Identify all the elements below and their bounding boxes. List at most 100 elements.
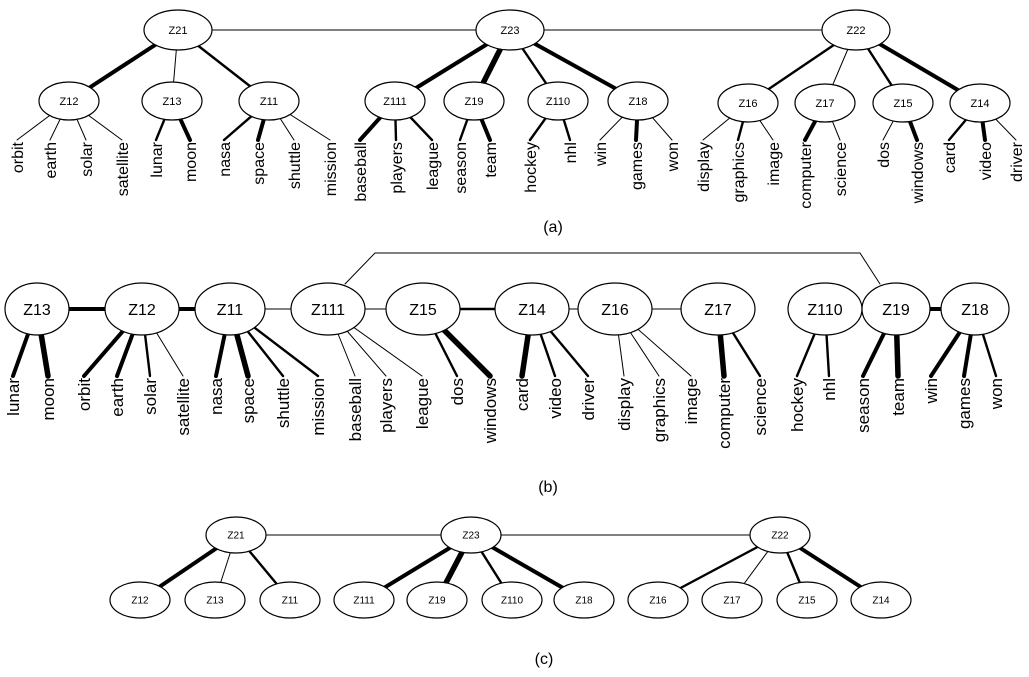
panel-a-word-baseball: baseball — [353, 142, 370, 202]
panel-c-node-z21-label: Z21 — [227, 531, 245, 542]
panel-a-word-satellite: satellite — [115, 142, 132, 196]
panel-b-word-nhl: nhl — [820, 378, 839, 401]
panel-c-node-z15-ellipse — [776, 581, 838, 619]
panel-c-node-z11-label: Z11 — [282, 596, 299, 607]
panel-b-node-z11: Z11 — [194, 282, 266, 336]
panel-a-node-z15-label: Z15 — [894, 98, 913, 110]
panel-c-node-z110: Z110 — [481, 581, 543, 619]
panel-a-node-z11-ellipse — [238, 81, 300, 121]
panel-b-word-video: video — [546, 378, 565, 419]
panel-a-node-z12-ellipse — [38, 81, 100, 121]
panel-a-word-orbit: orbit — [10, 141, 27, 173]
panel-b-word-dos: dos — [448, 378, 467, 405]
panel-b-word-earth: earth — [108, 378, 127, 417]
panel-a-word-dos: dos — [876, 142, 893, 168]
panel-b-word-solar: solar — [141, 378, 160, 415]
panel-a-word-hockey: hockey — [523, 142, 540, 193]
panel-a-node-z13: Z13 — [141, 81, 203, 121]
panel-b-word-card: card — [513, 378, 532, 411]
panel-b-node-z12-label: Z12 — [128, 302, 156, 319]
panel-c-node-z16: Z16 — [627, 581, 689, 619]
panel-b-word-team: team — [889, 378, 908, 416]
panel-c-node-z14: Z14 — [850, 581, 912, 619]
panel-a-word-nhl: nhl — [563, 142, 580, 163]
panel-b-node-z17: Z17 — [680, 282, 756, 336]
panel-a-word-card: card — [942, 142, 959, 173]
panel-a-word-space: space — [251, 142, 268, 185]
panel-a-node-z11-label: Z11 — [260, 96, 278, 108]
panel-a-node-z17-ellipse — [794, 83, 856, 123]
panel-b-node-z13-label: Z13 — [23, 302, 51, 319]
panel-a-node-z16-ellipse — [717, 83, 779, 123]
panel-b-node-z19-label: Z19 — [882, 302, 910, 319]
panel-a-word-display: display — [696, 142, 713, 192]
panel-b-node-z18-ellipse — [940, 282, 1010, 336]
panel-b-node-z14-label: Z14 — [518, 302, 546, 319]
panel-c-node-z13-ellipse — [184, 581, 246, 619]
panel-c-node-z17-label: Z17 — [723, 596, 741, 607]
panel-a-node-z14-label: Z14 — [971, 98, 990, 110]
panel-c-node-z22-label: Z22 — [771, 531, 789, 542]
panel-a-node-z21-ellipse — [143, 9, 213, 51]
panel-b-node-z15-label: Z15 — [409, 302, 437, 319]
panel-a-word-lunar: lunar — [149, 141, 166, 177]
panel-a-node-z15-ellipse — [872, 83, 934, 123]
panel-a-word-driver: driver — [1009, 141, 1026, 182]
panel-b-node-z110: Z110 — [787, 282, 863, 336]
panel-c-node-z19-ellipse — [406, 581, 468, 619]
panel-b-word-mission: mission — [309, 378, 328, 436]
panel-a-word-video: video — [978, 142, 995, 180]
panel-b-node-z18-label: Z18 — [961, 302, 989, 319]
panel-a-word-earth: earth — [43, 142, 60, 178]
panel-a-node-z19: Z19 — [443, 81, 505, 121]
panel-b-node-z12: Z12 — [104, 282, 180, 336]
panel-b-word-baseball: baseball — [346, 378, 365, 441]
panel-c-node-z11-ellipse — [259, 581, 321, 619]
panel-b-node-z111: Z111 — [290, 282, 366, 336]
panel-a-node-z15: Z15 — [872, 83, 934, 123]
panel-b-word-display: display — [615, 378, 634, 431]
panel-b-node-z13: Z13 — [4, 282, 70, 336]
panel-c-caption: (c) — [535, 651, 554, 668]
panel-a-node-z21-label: Z21 — [169, 25, 188, 37]
panel-a-node-z23-label: Z23 — [501, 25, 520, 37]
panel-a-node-z14: Z14 — [949, 83, 1011, 123]
panel-b-node-z11-label: Z11 — [217, 302, 243, 319]
panel-a-word-win: win — [593, 142, 610, 167]
panel-c-node-z110-ellipse — [481, 581, 543, 619]
panel-a-node-z11: Z11 — [238, 81, 300, 121]
panel-a-word-nasa: nasa — [217, 142, 234, 177]
panel-c-node-z13: Z13 — [184, 581, 246, 619]
panel-a-node-z110: Z110 — [527, 81, 589, 121]
panel-b-node-z11-ellipse — [194, 282, 266, 336]
panel-b-node-z16-ellipse — [577, 282, 653, 336]
panel-a-node-z18-label: Z18 — [629, 96, 648, 108]
panel-c-node-z13-label: Z13 — [206, 596, 224, 607]
panel-a-node-z19-label: Z19 — [465, 96, 484, 108]
panel-c-node-z15: Z15 — [776, 581, 838, 619]
panel-c-node-z17: Z17 — [701, 581, 763, 619]
panel-a-node-z22: Z22 — [821, 9, 891, 51]
panel-a-node-z111: Z111 — [364, 81, 426, 121]
panel-c-node-z14-label: Z14 — [872, 596, 890, 607]
panel-b-node-z15-ellipse — [385, 282, 461, 336]
panel-c-node-z111: Z111 — [333, 581, 395, 619]
panel-b-word-moon: moon — [39, 378, 58, 421]
panel-a-node-z13-label: Z13 — [163, 96, 182, 108]
panel-b-word-won: won — [987, 378, 1006, 410]
panel-b-node-z18: Z18 — [940, 282, 1010, 336]
panel-a-caption: (a) — [543, 219, 563, 236]
panel-a-word-season: season — [453, 142, 470, 194]
panel-b-node-z110-label: Z110 — [807, 302, 842, 319]
panel-c-node-z16-label: Z16 — [649, 596, 667, 607]
panel-b-word-space: space — [239, 378, 258, 423]
panel-a-node-z110-ellipse — [527, 81, 589, 121]
panel-c-node-z16-ellipse — [627, 581, 689, 619]
panel-b-word-nasa: nasa — [207, 377, 226, 414]
panel-c-node-z18: Z18 — [553, 581, 615, 619]
panel-c-node-z22: Z22 — [749, 516, 811, 554]
panel-a-node-z22-ellipse — [821, 9, 891, 51]
